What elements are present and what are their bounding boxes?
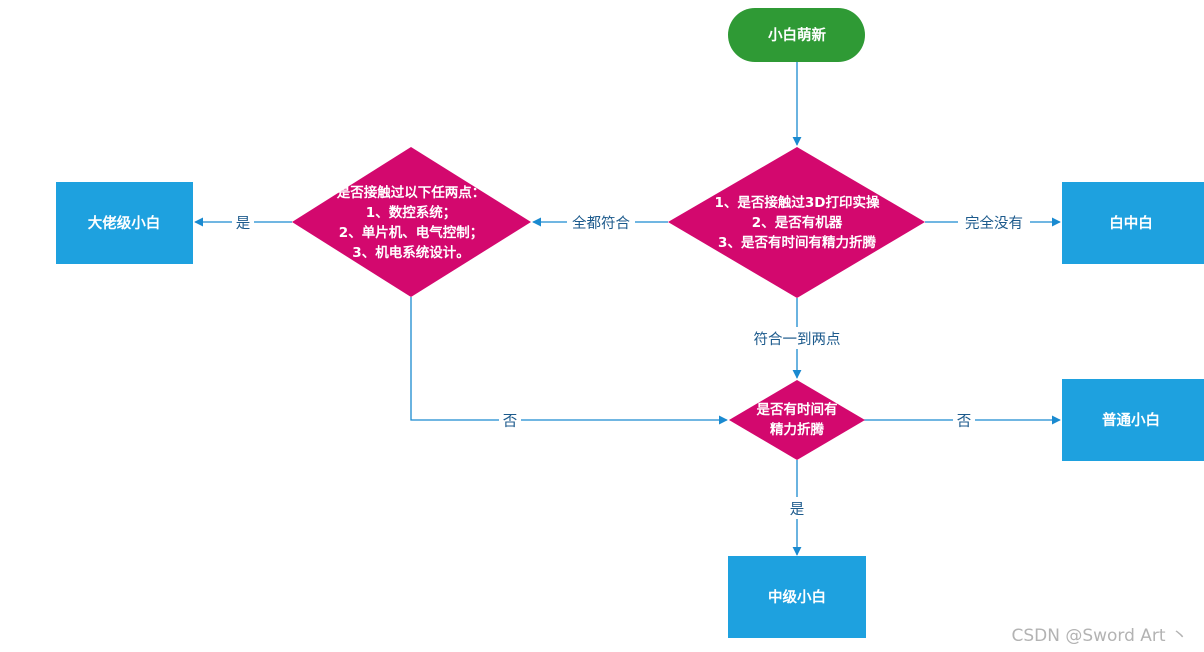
result-normal-label: 普通小白 [1102,411,1160,429]
decision-skills-line-2: 1、数控系统； [366,204,456,221]
decision-skills: 是否接触过以下任两点： 1、数控系统； 2、单片机、电气控制； 3、机电系统设计… [292,147,531,297]
label-all-match: 全都符合 [572,214,630,232]
label-time-yes: 是 [790,502,805,518]
decision-skills-line-1: 是否接触过以下任两点： [337,184,486,201]
decision-skills-line-4: 3、机电系统设计。 [352,244,469,261]
edge-labels: 全都符合 完全没有 符合一到两点 是 否 否 是 [232,211,1030,519]
edges [194,62,1061,556]
result-blank-label: 白中白 [1109,214,1153,232]
edge-skills-to-time [410,297,728,425]
label-one-two: 符合一到两点 [754,331,841,348]
decision-main-line-1: 1、是否接触过3D打印实操 [715,194,880,211]
label-skills-yes: 是 [236,216,251,232]
label-skills-no: 否 [503,414,518,430]
decision-time-line-2: 精力折腾 [770,421,824,438]
result-middle-label: 中级小白 [768,588,826,606]
decision-time: 是否有时间有 精力折腾 [729,380,865,460]
watermark: CSDN @Sword Art 丶 [1011,626,1188,646]
decision-main: 1、是否接触过3D打印实操 2、是否有机器 3、是否有时间有精力折腾 [668,147,925,298]
result-expert-label: 大佬级小白 [88,214,161,232]
decision-time-line-1: 是否有时间有 [757,401,838,418]
result-normal: 普通小白 [1062,379,1204,461]
label-time-no: 否 [957,414,972,430]
start-label: 小白萌新 [768,26,826,44]
result-middle: 中级小白 [728,556,866,638]
label-none: 完全没有 [965,214,1023,232]
start-node: 小白萌新 [728,8,865,62]
result-blank: 白中白 [1062,182,1204,264]
decision-main-line-2: 2、是否有机器 [752,214,843,231]
decision-main-line-3: 3、是否有时间有精力折腾 [718,234,876,251]
result-expert: 大佬级小白 [56,182,193,264]
decision-skills-line-3: 2、单片机、电气控制； [339,224,483,241]
